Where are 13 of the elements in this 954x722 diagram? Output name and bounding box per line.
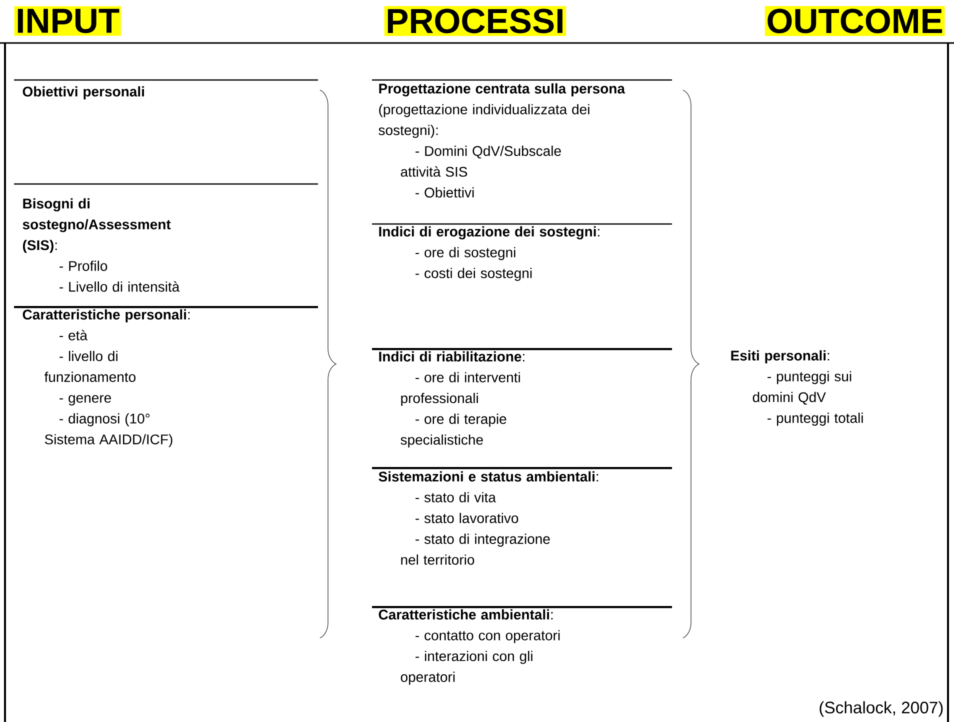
text-section: Esiti personali: - punteggi sui domini QdV - punteggi totali	[731, 350, 863, 426]
text-section: Obiettivi personali	[22, 86, 144, 100]
text-section: Caratteristiche personali: - età - livello di funzionamento - genere - diagnosi (10° Sistema AAIDD/ICF)	[22, 309, 190, 448]
text-section: Bisogni di sostegno/Assessment (SIS): - Profilo - Livello di intensità	[22, 198, 180, 292]
text-section: Indici di erogazione dei sostegni: - ore di sostegni - costi dei sostegni	[379, 226, 600, 281]
column-heading: INPUT	[14, 6, 121, 36]
text-section: Sistemazioni e status ambientali: - stato di vita - stato lavorativo - stato di integrazione nel territorio	[378, 471, 598, 565]
text-section: Caratteristiche ambientali: - contatto con operatori - interazioni con gli operatori	[378, 609, 560, 685]
text-section: Indici di riabilitazione: - ore di interventi professionali - ore di terapie specialistiche	[379, 351, 524, 448]
text-section: Progettazione centrata sulla persona (progettazione individualizzata dei sostegni): - Domini QdV/Subscale attività SIS - Obiettivi	[378, 83, 626, 198]
column-heading: PROCESSI	[384, 6, 566, 36]
citation: (Schalock, 2007)	[820, 701, 943, 717]
column-heading: OUTCOME	[764, 6, 945, 36]
